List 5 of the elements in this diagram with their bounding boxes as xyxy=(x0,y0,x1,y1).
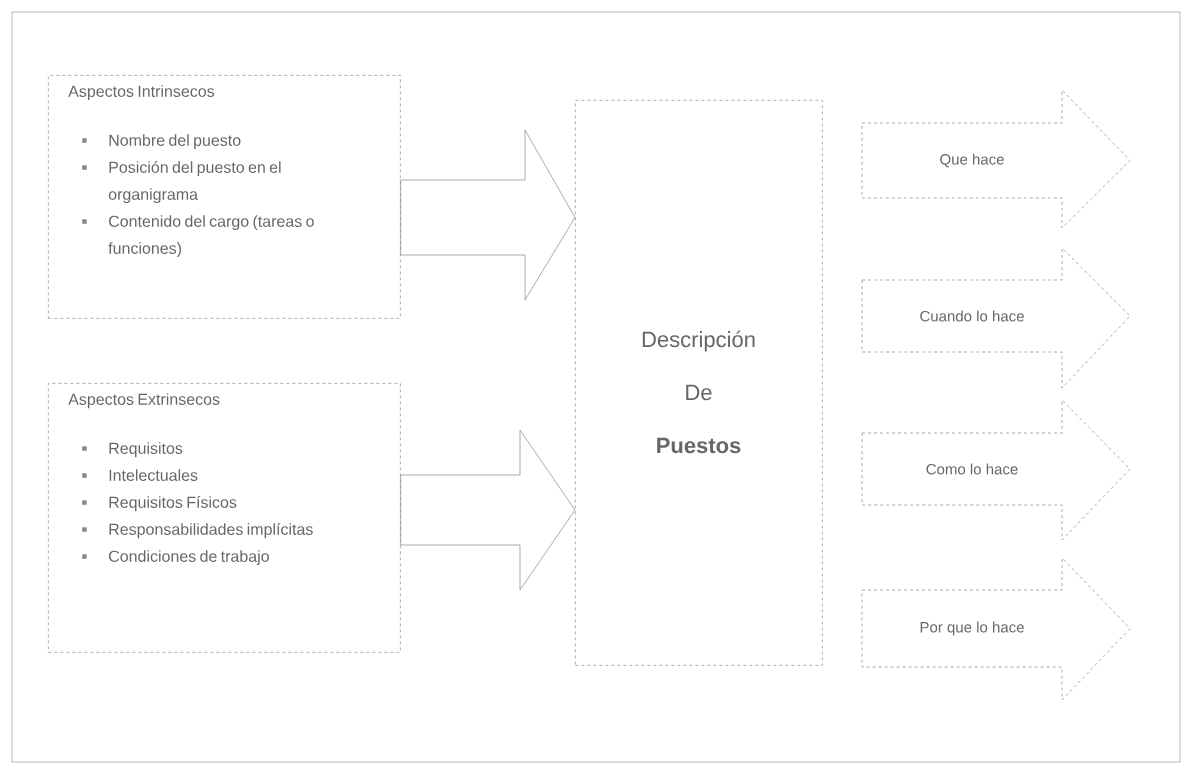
block-arrow xyxy=(400,429,576,591)
block-arrow xyxy=(400,129,576,301)
list-box: Aspectos Intrinsecos Nombre del puesto Posición del puesto en el organigrama Contenido del cargo (tareas o funciones) xyxy=(48,75,401,319)
title-box: Descripción De Puestos xyxy=(575,100,823,666)
list-box: Aspectos Extrinsecos Requisitos Intelectuales Requisitos Físicos Responsabilidades implícitas Condiciones de trabajo xyxy=(48,383,401,653)
